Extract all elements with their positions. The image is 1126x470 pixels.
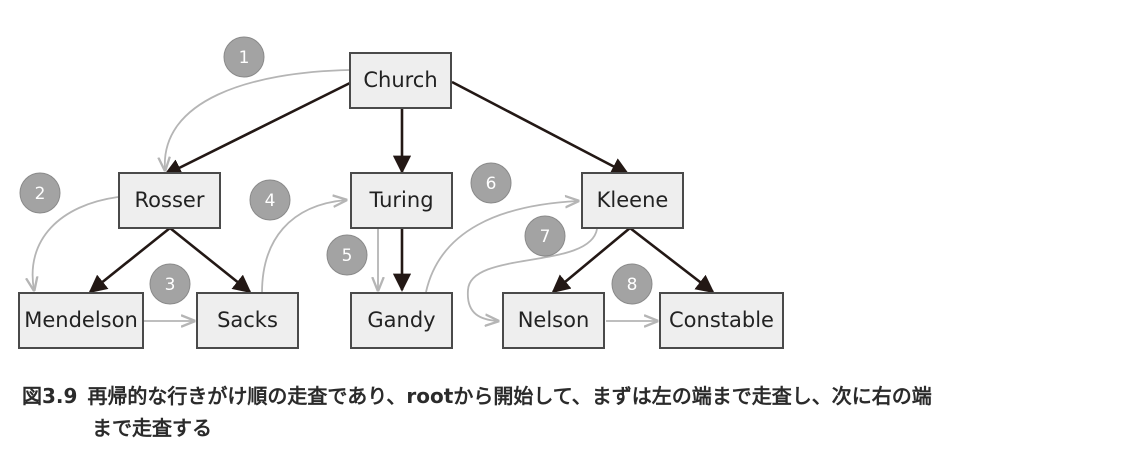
step-badge-1-label: 1	[239, 48, 250, 68]
node-rosser: Rosser	[118, 172, 221, 229]
node-church-label: Church	[363, 68, 437, 92]
step-badge-7-label: 7	[540, 227, 551, 247]
caption-line-1: 再帰的な行きがけ順の走査であり、rootから開始して、まずは左の端まで走査し、次…	[87, 384, 932, 408]
step-badge-5: 5	[326, 234, 368, 276]
step-badge-5-label: 5	[342, 246, 353, 266]
step-badge-4: 4	[249, 179, 291, 221]
edge-kleene-constable	[629, 226, 715, 294]
step-badge-3: 3	[149, 263, 191, 305]
node-sacks-label: Sacks	[217, 308, 278, 332]
tree-edges	[88, 80, 715, 294]
node-turing-label: Turing	[368, 188, 433, 212]
edge-rosser-sacks	[169, 226, 252, 294]
node-constable: Constable	[659, 292, 784, 349]
tree-diagram: Church Rosser Turing Kleene Mendelson Sa…	[18, 36, 784, 349]
edge-church-kleene	[451, 80, 630, 176]
traversal-arrow-2	[33, 196, 119, 290]
step-badge-7: 7	[524, 215, 566, 257]
node-mendelson: Mendelson	[18, 292, 144, 349]
traversal-arrow-7	[467, 228, 598, 321]
node-kleene-label: Kleene	[597, 188, 669, 212]
node-turing: Turing	[350, 172, 453, 229]
figure-number: 図3.9	[22, 384, 78, 408]
edge-rosser-mendelson	[88, 226, 171, 294]
node-church: Church	[349, 52, 452, 109]
step-badge-8: 8	[611, 263, 653, 305]
node-constable-label: Constable	[669, 308, 774, 332]
edge-church-rosser	[163, 80, 353, 177]
step-badge-6-label: 6	[486, 174, 497, 194]
caption-line-2: まで走査する	[92, 416, 212, 440]
step-badge-2-label: 2	[35, 184, 46, 204]
step-badge-3-label: 3	[165, 275, 176, 295]
node-gandy: Gandy	[350, 292, 453, 349]
traversal-arrow-4	[261, 200, 346, 294]
step-badge-2: 2	[19, 172, 61, 214]
node-sacks: Sacks	[196, 292, 299, 349]
step-badge-6: 6	[470, 162, 512, 204]
figure-caption: 図3.9 再帰的な行きがけ順の走査であり、rootから開始して、まずは左の端まで走…	[22, 380, 1112, 444]
node-gandy-label: Gandy	[367, 308, 435, 332]
edge-kleene-nelson	[551, 227, 631, 294]
traversal-arrow-1	[165, 69, 351, 170]
step-badge-1: 1	[223, 36, 265, 78]
node-nelson-label: Nelson	[518, 308, 590, 332]
step-badge-8-label: 8	[627, 275, 638, 295]
step-badge-4-label: 4	[265, 191, 276, 211]
node-mendelson-label: Mendelson	[24, 308, 138, 332]
node-nelson: Nelson	[502, 292, 605, 349]
node-rosser-label: Rosser	[135, 188, 205, 212]
node-kleene: Kleene	[581, 172, 684, 229]
traversal-arrows	[33, 69, 657, 321]
traversal-arrow-6	[425, 201, 578, 293]
